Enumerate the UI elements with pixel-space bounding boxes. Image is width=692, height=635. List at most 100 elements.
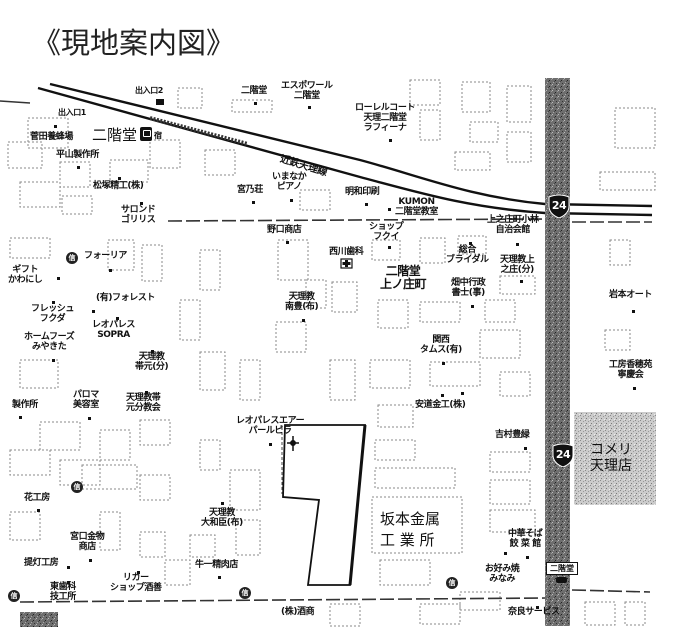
traffic-signal-icon: 信 [71,481,83,493]
poi-dot [633,387,636,390]
poi-dot [57,277,60,280]
building-outline [419,603,461,625]
traffic-signal-icon: 信 [446,577,458,589]
building-outline [459,591,501,611]
building-outline [231,99,273,113]
map-label: 岩本オート [609,290,653,300]
building-outline [139,474,171,501]
map-label: 天理教 南豊(布) [285,292,319,312]
poi-dot [632,310,635,313]
building-outlines [7,79,656,627]
building-outline [19,181,61,208]
building-outline [604,329,631,351]
poi-dots [19,102,636,609]
building-outline [277,239,309,281]
map-label: 花工房 [24,493,50,503]
building-outline [371,496,463,554]
building-outline [107,239,135,271]
building-outline [239,359,261,401]
map-label: お好み焼 みなみ [485,564,520,584]
map-label: 天理教 大和臣(布) [201,508,243,528]
building-outline [614,107,656,149]
route-number: 24 [555,448,571,461]
road-edges [19,218,652,603]
building-outline [9,511,41,541]
building-outline [199,439,221,471]
poi-dot [524,447,527,450]
traffic-signal-icon: 信 [8,590,20,602]
map-label: パロマ 美容室 [73,390,99,410]
poi-dot [516,243,519,246]
building-outline [331,281,358,313]
building-outline [609,239,631,266]
poi-dot [302,319,305,322]
station-name-label: 二階堂 [92,126,138,144]
building-outline [81,464,138,490]
map-label: 製作所 [12,400,38,410]
building-outline [499,371,531,397]
map-label: 宮口金物 商店 [70,532,105,552]
building-outline [7,141,43,169]
route-number: 24 [551,199,567,212]
building-outline [204,149,236,176]
map-label: 平山製作所 [56,150,100,160]
poi-dot [145,391,148,394]
building-outline [141,244,163,282]
poi-dot [221,502,224,505]
poi-dot [520,280,523,283]
poi-dot [269,443,272,446]
poi-dot [389,139,392,142]
traffic-signal-icon: 信 [66,252,78,264]
poi-dot [442,362,445,365]
map-label: 東歯科 技工所 [50,582,76,602]
building-outline [371,239,401,261]
building-outline [374,439,416,461]
site-location-marker-icon [287,436,299,451]
poi-dot [52,359,55,362]
building-outline [235,519,261,556]
map-label: 総合 ブライダル [446,245,489,265]
poi-dot [151,350,154,353]
map-label: 菅田養蜂場 [30,132,74,142]
map-label: 野口商店 [267,225,302,235]
poi-dot [19,416,22,419]
building-outline [329,359,356,401]
map-label: 工房香穂苑 寧慶会 [609,360,653,380]
poi-dot [388,246,391,249]
shield-shape-icon [552,443,574,468]
map-label: ローレルコート 天理二階堂 ラフィーナ [355,103,416,133]
building-outline [9,237,51,259]
poi-dot [54,125,57,128]
building-outline [584,601,616,626]
poi-dot [526,556,529,559]
poi-dot [290,199,293,202]
building-outline [109,159,149,183]
map-label: フレッシュ フクダ [31,304,75,324]
building-outline [506,85,532,123]
map-label: 中華そば 餃 菜 館 [508,529,543,549]
building-outline [489,479,531,505]
route-24-shield-icon: 24 [547,194,571,219]
map-label: 天理教上 之庄(分) [500,255,535,275]
building-outline [177,87,203,109]
building-outline [484,299,516,323]
map-label: ギフト かわにし [8,265,43,285]
building-outline [419,109,441,141]
road-edge [167,218,546,222]
route-24-shield-icon: 24 [551,443,575,468]
map-label: 宮乃荘 [237,185,263,195]
building-outline [19,359,59,389]
poi-dot [388,208,391,211]
poi-dot [536,606,539,609]
map-label: (株)酒商 [281,607,315,617]
left-edge-line [0,100,31,104]
traffic-signal-icon: 信 [239,587,251,599]
map-label: 出入口2 [135,86,163,95]
map-label: 明和印刷 [345,187,380,197]
poi-dot [469,242,472,245]
store-label: コメリ 天理店 [590,442,632,474]
map-label: 西川歯科 [329,247,364,257]
gray-block [20,612,58,627]
map-label: 上之庄町小林 自治会館 [487,215,539,235]
building-outline [305,279,327,309]
